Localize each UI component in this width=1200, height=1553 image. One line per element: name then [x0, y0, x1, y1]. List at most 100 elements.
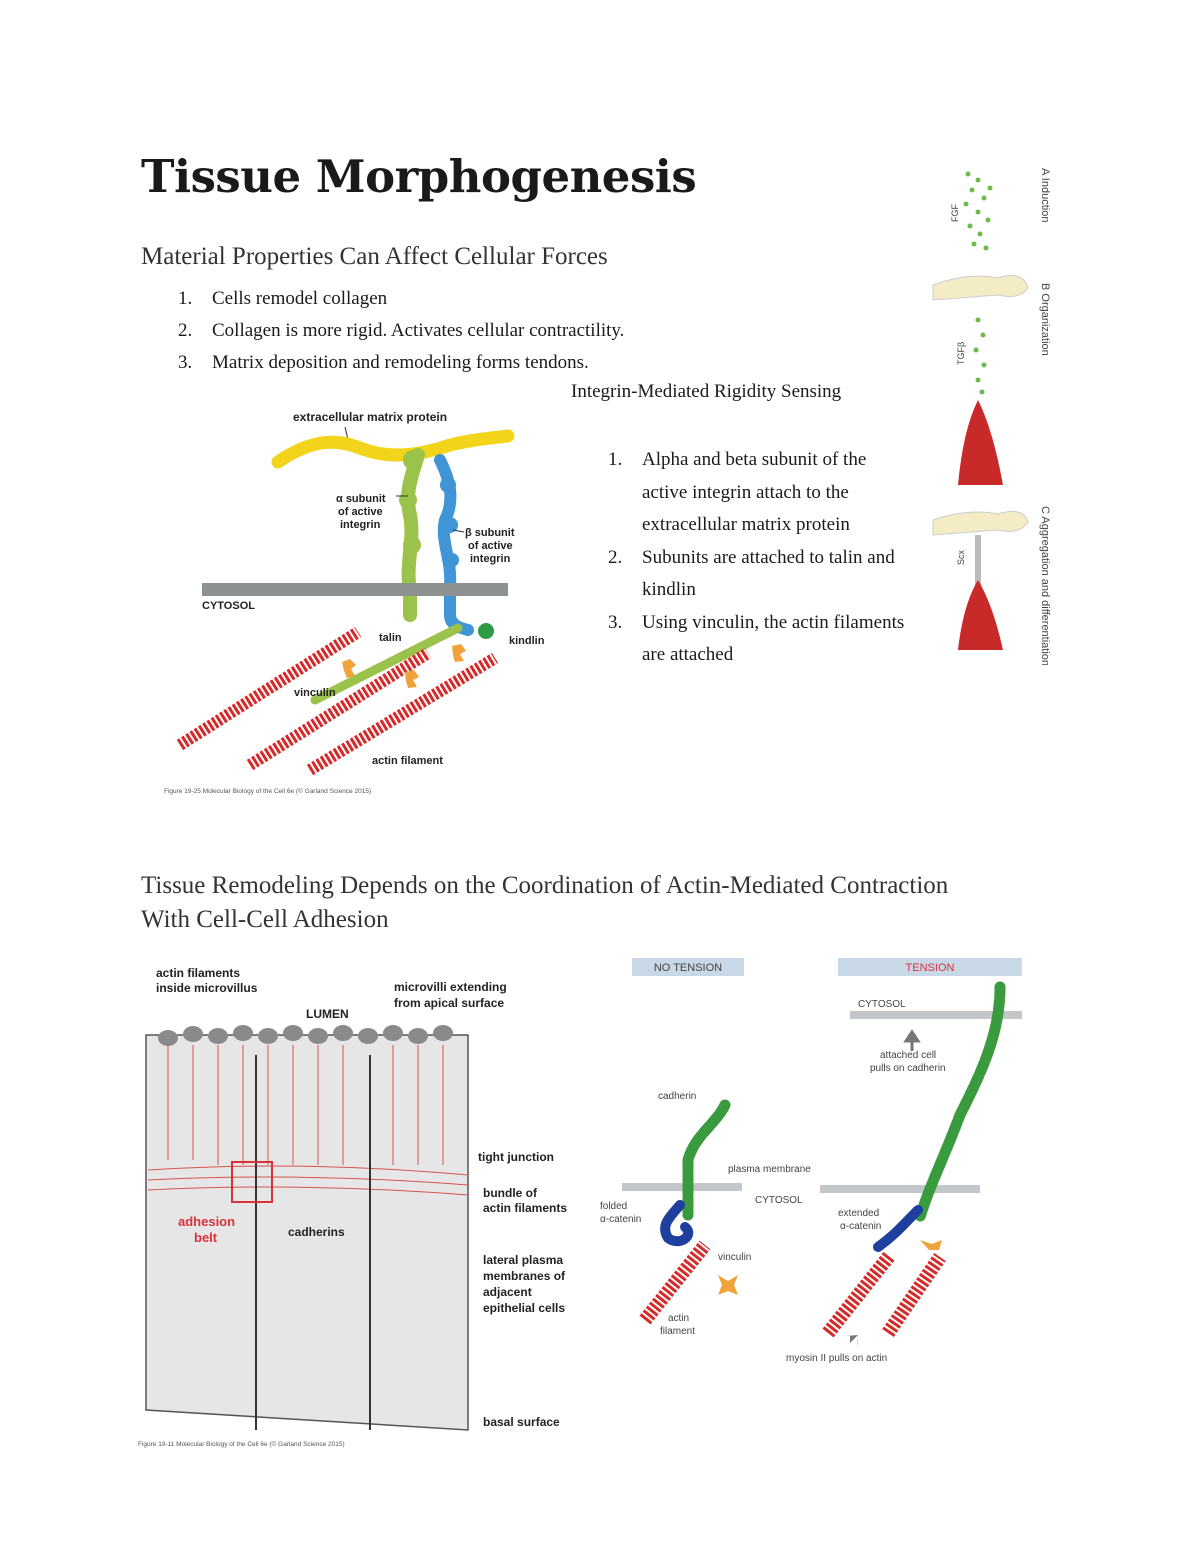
extended-catenin: [873, 1205, 923, 1252]
section-heading-material-properties: Material Properties Can Affect Cellular …: [141, 243, 608, 270]
list-item-text: Using vinculin, the actin filaments are …: [642, 611, 905, 666]
svg-text:Scx: Scx: [956, 549, 966, 565]
tendon-development-figure: A Induction B Organization C Aggregation…: [932, 168, 1051, 665]
svg-text:TGFβ: TGFβ: [956, 342, 966, 365]
svg-text:A Induction: A Induction: [1039, 168, 1051, 222]
svg-text:microvilli extending: microvilli extending: [394, 980, 507, 994]
svg-text:actin: actin: [668, 1313, 689, 1324]
actin-filament: [882, 1253, 946, 1337]
list-item: 3.Using vinculin, the actin filaments ar…: [608, 611, 905, 666]
svg-text:Figure 19-11 Molecular Biology: Figure 19-11 Molecular Biology of the Ce…: [138, 1440, 345, 1448]
ecm-protein: [271, 429, 515, 469]
vinculin-bound-shape: [920, 1240, 942, 1250]
svg-text:basal surface: basal surface: [483, 1415, 560, 1429]
svg-text:actin filaments: actin filaments: [483, 1201, 567, 1215]
svg-text:α subunit: α subunit: [336, 493, 386, 505]
cadherin-tension-figure: NO TENSION TENSION CYTOSOL attached cell…: [600, 958, 1022, 1364]
svg-text:folded: folded: [600, 1201, 627, 1212]
talin-shape: [310, 623, 463, 705]
svg-text:belt: belt: [194, 1230, 218, 1245]
svg-text:actin filament: actin filament: [372, 755, 443, 767]
svg-text:filament: filament: [660, 1326, 695, 1337]
svg-text:vinculin: vinculin: [294, 687, 336, 699]
epithelium-figure: actin filaments inside microvillus LUMEN…: [138, 960, 598, 1450]
svg-text:lateral plasma: lateral plasma: [483, 1253, 563, 1267]
cytosol-membrane: [202, 583, 508, 596]
svg-text:talin: talin: [379, 632, 402, 644]
cadherin-shape: [682, 1099, 731, 1221]
tension-band: [838, 958, 1022, 976]
svg-text:pulls on cadherin: pulls on cadherin: [870, 1063, 946, 1074]
no-tension-band: [632, 958, 744, 976]
actin-filaments: [176, 626, 499, 776]
svg-text:adjacent: adjacent: [483, 1285, 532, 1299]
integrin-list: 1.Alpha and beta subunit of the active i…: [608, 444, 912, 672]
actin-filament: [639, 1240, 711, 1325]
list-item-text: Collagen is more rigid. Activates cellul…: [212, 320, 625, 341]
svg-text:NO TENSION: NO TENSION: [654, 962, 722, 974]
muscle-b-shape: [958, 400, 1003, 485]
svg-text:C Aggregation and differentia: C Aggregation and differentiation: [1039, 506, 1051, 665]
list-item-text: Cells remodel collagen: [212, 288, 388, 309]
vinculin-shape: [718, 1275, 738, 1295]
svg-text:adhesion: adhesion: [178, 1214, 235, 1229]
svg-text:β subunit: β subunit: [465, 527, 515, 539]
list-item: 2.Subunits are attached to talin and kin…: [608, 546, 895, 601]
svg-text:CYTOSOL: CYTOSOL: [858, 999, 906, 1010]
down-arrow: [846, 1335, 858, 1347]
svg-text:CYTOSOL: CYTOSOL: [755, 1195, 803, 1206]
adhesion-belt-box: [231, 1161, 273, 1203]
svg-text:plasma membrane: plasma membrane: [728, 1164, 811, 1175]
muscle-c-shape: [958, 580, 1003, 650]
svg-text:myosin II pulls on actin: myosin II pulls on actin: [786, 1353, 887, 1364]
svg-text:actin filaments: actin filaments: [156, 966, 240, 980]
svg-text:vinculin: vinculin: [718, 1252, 751, 1263]
svg-text:cadherin: cadherin: [658, 1091, 696, 1102]
svg-text:inside microvillus: inside microvillus: [156, 981, 258, 995]
list-item: 2.Collagen is more rigid. Activates cell…: [178, 320, 625, 341]
folded-catenin: [660, 1200, 694, 1247]
list-item: 1.Cells remodel collagen: [178, 288, 388, 309]
actin-bundles: [147, 1045, 469, 1196]
cadherin-extended-shape: [914, 981, 1006, 1223]
bone-shape-c: [932, 510, 1029, 536]
list-item-text: Alpha and beta subunit of the active int…: [642, 449, 867, 535]
fgf-dots: [963, 171, 993, 251]
svg-text:of active: of active: [468, 540, 513, 552]
svg-text:B Organization: B Organization: [1039, 283, 1051, 356]
svg-text:tight junction: tight junction: [478, 1150, 554, 1164]
svg-text:of active: of active: [338, 506, 383, 518]
svg-text:from apical surface: from apical surface: [394, 996, 504, 1010]
list-item-text: Subunits are attached to talin and kindl…: [642, 546, 895, 601]
alpha-subunit-shape: [401, 448, 425, 622]
svg-text:integrin: integrin: [340, 519, 381, 531]
svg-text:Figure 19-25 Molecular Biology: Figure 19-25 Molecular Biology of the Ce…: [164, 787, 371, 795]
svg-text:attached cell: attached cell: [880, 1050, 936, 1061]
svg-text:bundle of: bundle of: [483, 1186, 538, 1200]
svg-text:LUMEN: LUMEN: [306, 1007, 349, 1021]
bone-shape: [932, 275, 1029, 301]
svg-text:α-catenin: α-catenin: [600, 1214, 641, 1225]
up-arrow: [903, 1029, 921, 1051]
actin-filament: [822, 1250, 896, 1338]
svg-text:cadherins: cadherins: [288, 1225, 345, 1239]
svg-text:integrin: integrin: [470, 553, 511, 565]
list-item: 3.Matrix deposition and remodeling forms…: [178, 352, 589, 373]
integrin-figure: extracellular matrix protein α subunit o…: [160, 400, 555, 800]
list-item-text: Matrix deposition and remodeling forms t…: [212, 352, 589, 373]
integrin-subheading: Integrin-Mediated Rigidity Sensing: [571, 381, 842, 402]
svg-text:membranes of: membranes of: [483, 1269, 566, 1283]
svg-text:extended: extended: [838, 1208, 879, 1219]
list-item: 1.Alpha and beta subunit of the active i…: [608, 449, 867, 535]
svg-text:FGF: FGF: [950, 204, 960, 222]
ecm-label: extracellular matrix protein: [293, 410, 447, 424]
svg-text:epithelial cells: epithelial cells: [483, 1301, 565, 1315]
svg-text:CYTOSOL: CYTOSOL: [202, 600, 255, 612]
vinculin-shapes: [342, 644, 466, 688]
kindlin-shape: [478, 623, 494, 639]
material-properties-list: 1.Cells remodel collagen 2.Collagen is m…: [178, 283, 772, 379]
page-title: Tissue Morphogenesis: [141, 150, 697, 203]
svg-text:TENSION: TENSION: [906, 962, 955, 974]
microvilli-tops: [158, 1025, 453, 1046]
section-heading-tissue-remodeling: Tissue Remodeling Depends on the Coordin…: [141, 872, 949, 933]
